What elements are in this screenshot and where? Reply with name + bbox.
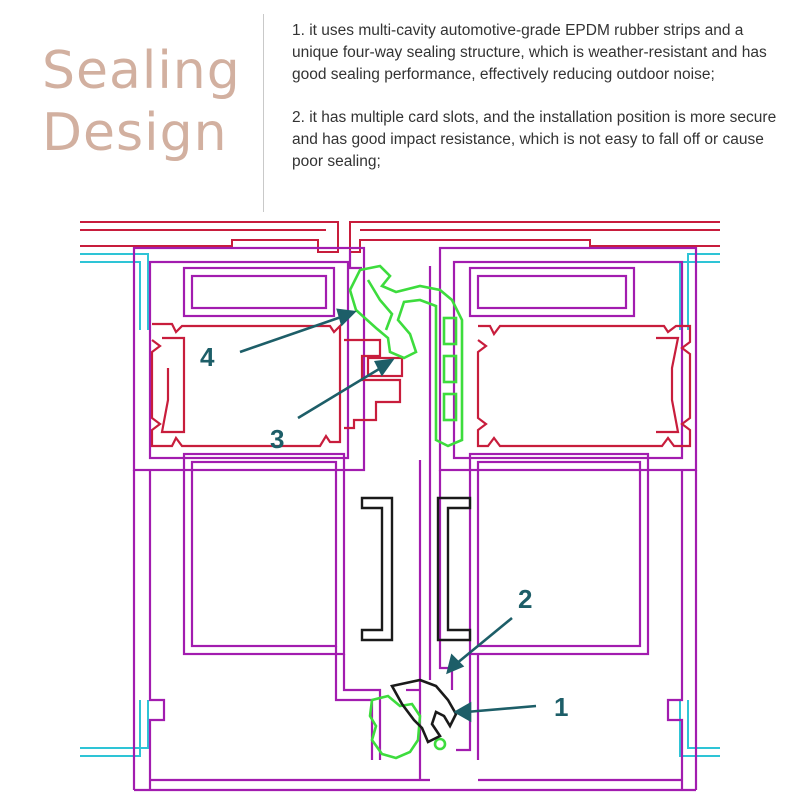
handle-grips [360, 496, 472, 642]
heading-divider [263, 14, 264, 212]
callout-arrows [239, 308, 537, 723]
feature-point-1: 1. it uses multi-cavity automotive-grade… [292, 22, 767, 83]
section-heading: Sealing Design [42, 40, 252, 164]
glass-panes [80, 253, 720, 757]
left-sash-profile [132, 246, 470, 792]
callout-label-4: 4 [200, 342, 215, 372]
feature-list: 1. it uses multi-cavity automotive-grade… [292, 20, 787, 194]
top-frame-rails [80, 221, 720, 253]
feature-point-2: 2. it has multiple card slots, and the i… [292, 109, 777, 170]
callout-label-2: 2 [518, 584, 532, 614]
callout-label-1: 1 [554, 692, 568, 722]
right-sash-profile [428, 246, 698, 792]
heading-line-1: Sealing [42, 41, 241, 101]
green-seal-strips [348, 264, 464, 760]
red-frame-chambers [150, 322, 692, 448]
callout-label-3: 3 [270, 424, 284, 454]
heading-line-2: Design [42, 103, 228, 163]
black-bottom-seal [390, 678, 458, 744]
